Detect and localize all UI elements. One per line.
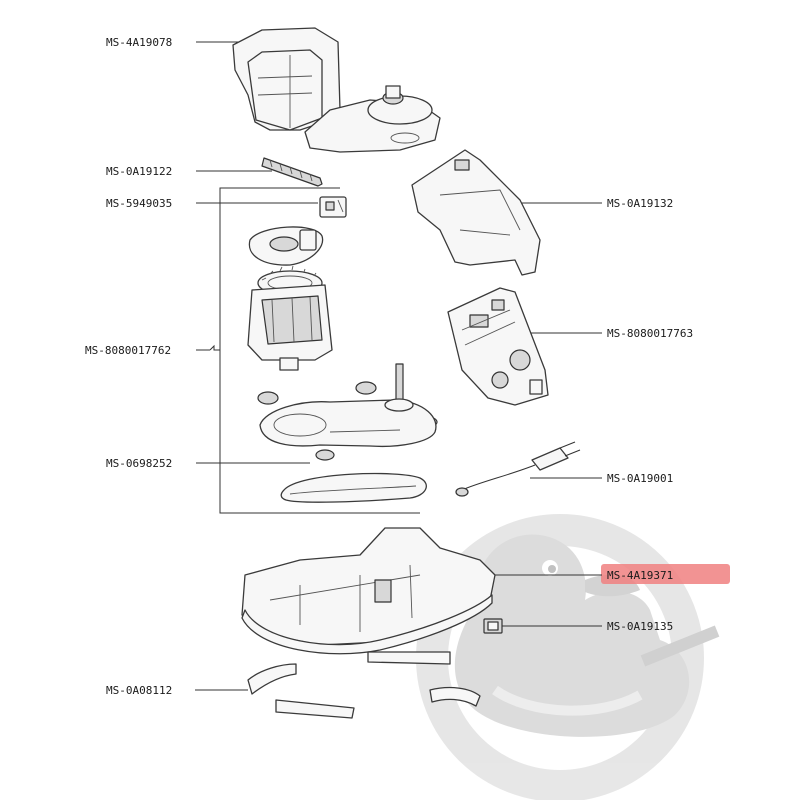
highlight-box	[601, 564, 730, 584]
rubber-feet-part	[247, 651, 481, 719]
base-housing-part	[241, 527, 496, 655]
label-small-spring[interactable]: MS-0A19122	[106, 165, 172, 178]
power-cord-part	[455, 441, 581, 497]
pcb-bracket-part	[411, 149, 541, 276]
spring-part	[261, 157, 323, 187]
label-pcb-bracket[interactable]: MS-0A19132	[607, 197, 673, 210]
label-power-cord[interactable]: MS-0A19001	[607, 472, 673, 485]
motor-assembly-part	[247, 226, 438, 503]
label-switch[interactable]: MS-0A19135	[607, 620, 673, 633]
label-motor-sensor[interactable]: MS-5949035	[106, 197, 172, 210]
label-base-housing[interactable]: MS-4A19371	[607, 569, 673, 582]
label-rubber-bushing[interactable]: MS-0698252	[106, 457, 172, 470]
label-motor-housing[interactable]: MS-4A19078	[106, 36, 172, 49]
sensor-part	[319, 196, 347, 218]
label-pcb-board[interactable]: MS-8080017763	[607, 327, 693, 340]
part-labels: MS-4A19078 MS-0A19122 MS-5949035 MS-8080…	[85, 36, 693, 697]
switch-part	[483, 618, 503, 634]
motor-housing-part	[232, 27, 441, 153]
label-rubber-feet[interactable]: MS-0A08112	[106, 684, 172, 697]
pcb-board-part	[447, 287, 549, 406]
label-motor-assembly[interactable]: MS-8080017762	[85, 344, 171, 357]
leader-lines	[195, 41, 602, 691]
